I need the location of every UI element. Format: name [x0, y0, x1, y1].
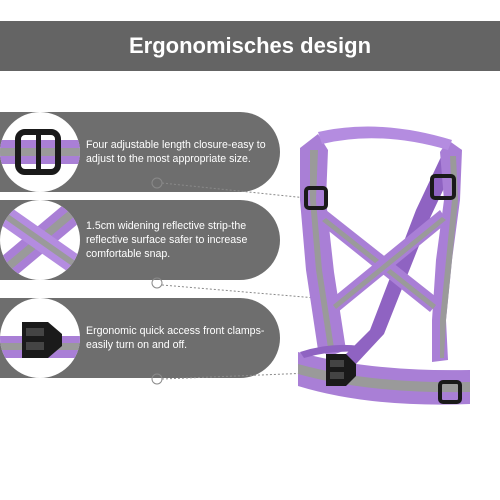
feature-text-reflective: 1.5cm widening reflective strip-the refl…	[86, 220, 248, 260]
feature-text-clamp: Ergonomic quick access front clamps-easi…	[86, 325, 265, 351]
feature-callout-reflective: 1.5cm widening reflective strip-the refl…	[0, 200, 280, 280]
quick-release-clamp-icon	[0, 298, 80, 378]
banner-title: Ergonomisches design	[128, 33, 372, 58]
feature-callout-adjustable: Four adjustable length closure-easy to a…	[0, 112, 280, 192]
reflective-strip-icon	[0, 200, 80, 280]
adjustable-buckle-icon	[0, 112, 80, 192]
feature-callout-clamp: Ergonomic quick access front clamps-easi…	[0, 298, 280, 378]
feature-text-adjustable: Four adjustable length closure-easy to a…	[86, 139, 266, 165]
title-banner: Ergonomisches design	[0, 21, 500, 71]
